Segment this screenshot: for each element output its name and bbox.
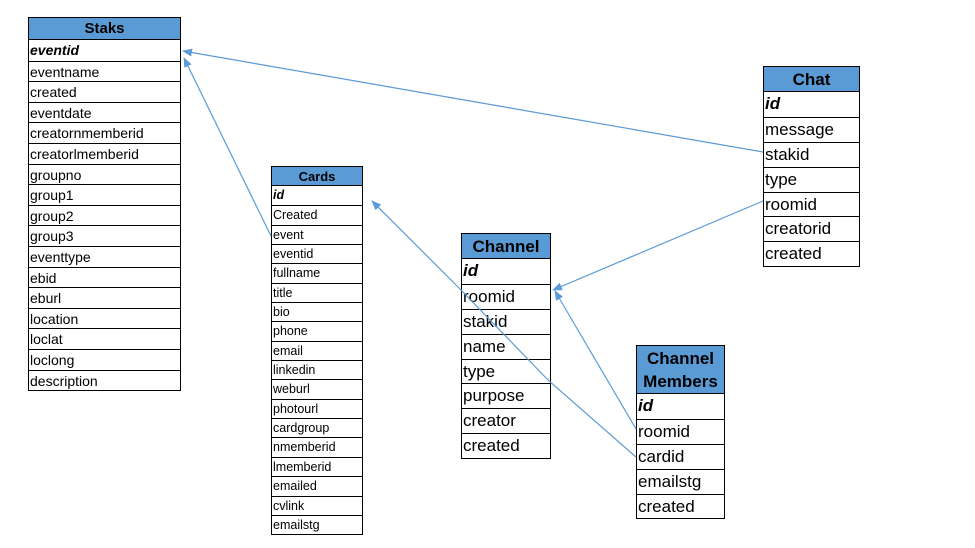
field-row: creatornmemberid	[29, 122, 180, 143]
field-row: eventname	[29, 60, 180, 82]
field-row: nmemberid	[272, 437, 362, 456]
table-title: Chat	[764, 67, 859, 92]
field-row: linkedin	[272, 360, 362, 379]
field-row: eventid	[272, 244, 362, 263]
field-row: created	[29, 81, 180, 102]
field-row: event	[272, 224, 362, 244]
table-channel-members: Channel Members id roomid cardid emailst…	[636, 345, 725, 520]
field-row: loclong	[29, 348, 180, 370]
field-row: type	[764, 166, 859, 192]
field-row: photourl	[272, 398, 362, 418]
field-row: eventtype	[29, 245, 180, 267]
field-row: group1	[29, 184, 180, 205]
table-staks: Staks eventid eventname created eventdat…	[28, 17, 181, 392]
field-row: eburl	[29, 287, 180, 308]
table-chat: Chat id message stakid type roomid creat…	[763, 66, 860, 268]
field-row: emailed	[272, 476, 362, 495]
field-row: eventdate	[29, 101, 180, 123]
field-row: id	[638, 396, 654, 415]
field-row: group2	[29, 204, 180, 226]
field-row: description	[29, 369, 180, 391]
field-row: name	[462, 333, 550, 359]
field-row: loclat	[29, 328, 180, 349]
table-title: Channel Members	[637, 346, 724, 394]
field-row: emailstg	[272, 514, 362, 534]
field-row: group3	[29, 225, 180, 246]
field-row: stakid	[764, 141, 859, 167]
table-title: Cards	[272, 167, 362, 186]
field-row: lmemberid	[272, 456, 362, 476]
field-row: created	[764, 241, 859, 266]
field-row: creatorid	[764, 216, 859, 241]
field-row: purpose	[462, 383, 550, 408]
field-row: emailstg	[637, 468, 724, 494]
field-row: location	[29, 307, 180, 329]
field-row: fullname	[272, 263, 362, 282]
field-row: cardid	[637, 443, 724, 469]
field-row: eventid	[30, 42, 80, 58]
field-row: title	[272, 282, 362, 302]
field-row: email	[272, 340, 362, 360]
field-row: message	[764, 116, 859, 142]
field-row: Created	[272, 205, 362, 224]
field-row: stakid	[462, 308, 550, 334]
field-row: id	[765, 94, 781, 113]
field-row: weburl	[272, 379, 362, 398]
table-channel: Channel id roomid stakid name type purpo…	[461, 233, 551, 460]
arrow-chat-stakid-to-staks-eventid	[182, 48, 764, 153]
field-row: roomid	[462, 283, 550, 309]
field-row: roomid	[637, 418, 724, 444]
field-row: groupno	[29, 163, 180, 185]
field-row: creator	[462, 408, 550, 433]
field-row: id	[463, 261, 479, 280]
table-cards: Cards id Created event eventid fullname …	[271, 166, 363, 536]
field-row: type	[462, 358, 550, 384]
field-row: ebid	[29, 266, 180, 288]
field-row: phone	[272, 321, 362, 340]
field-row: created	[462, 433, 550, 458]
table-title: Staks	[29, 18, 180, 40]
arrow-cards-event-to-staks	[183, 57, 272, 237]
field-row: cardgroup	[272, 418, 362, 437]
arrow-chat-roomid-to-channel-roomid	[552, 200, 764, 291]
field-row: creatorlmemberid	[29, 142, 180, 164]
field-row: id	[273, 188, 285, 202]
field-row: created	[637, 493, 724, 519]
table-title: Channel	[462, 234, 550, 259]
field-row: bio	[272, 302, 362, 321]
field-row: roomid	[764, 191, 859, 217]
field-row: cvlink	[272, 495, 362, 515]
arrow-members-roomid-to-channel-roomid	[554, 290, 637, 430]
